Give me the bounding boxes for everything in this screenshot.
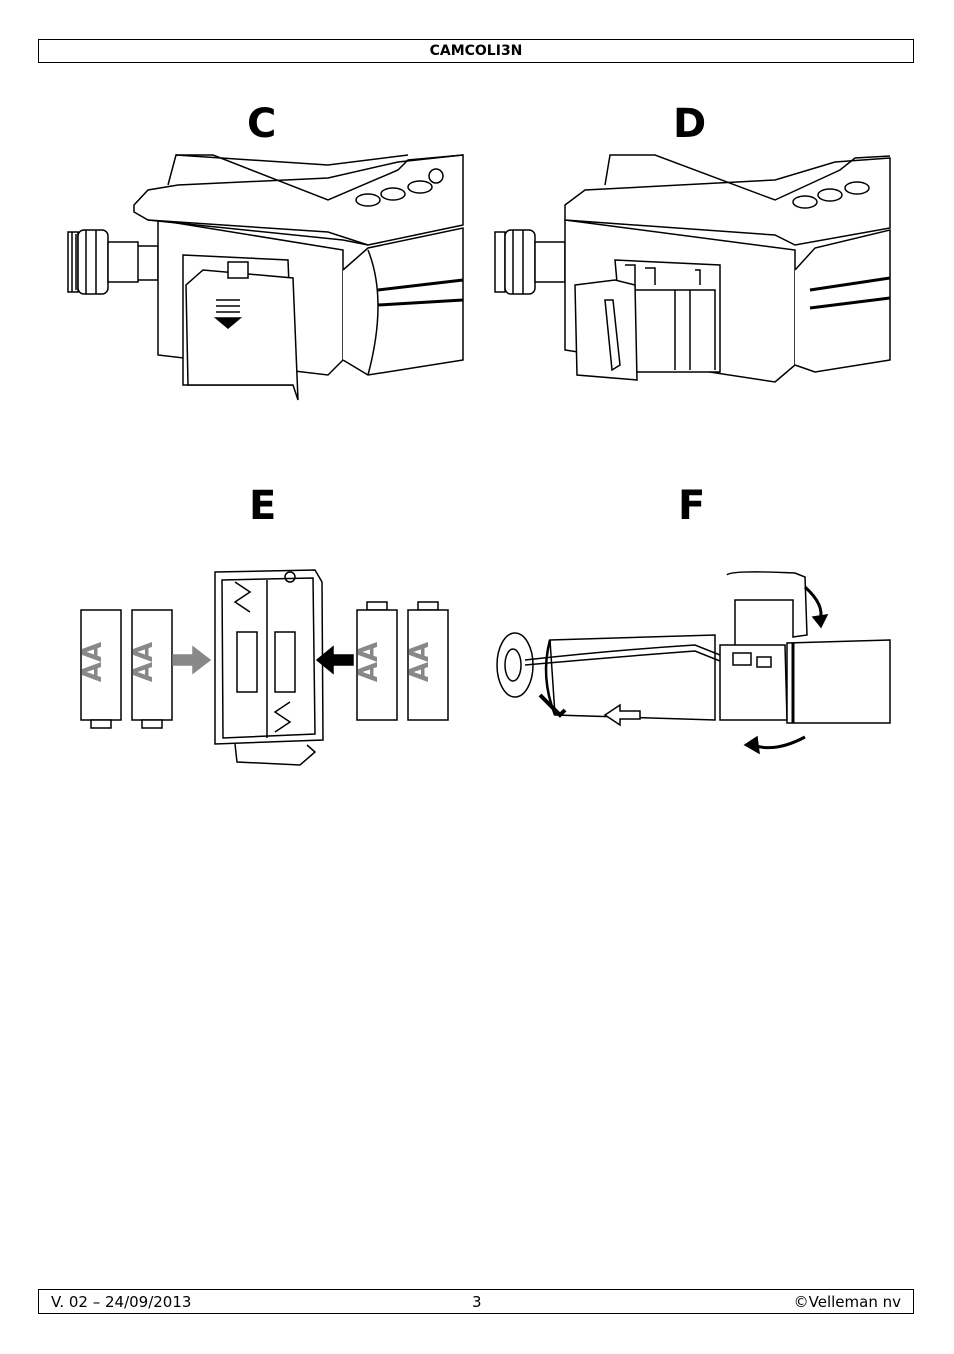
arrow-right-icon bbox=[172, 645, 212, 675]
rotate-arrow-icon bbox=[803, 585, 823, 621]
figure-f-label: F bbox=[678, 483, 706, 529]
figure-d-label: D bbox=[673, 101, 707, 147]
figure-d-illustration bbox=[494, 154, 891, 383]
battery-left-2: AA bbox=[129, 609, 173, 729]
page-footer: V. 02 – 24/09/2013 3 ©Velleman nv bbox=[38, 1289, 914, 1314]
figure-e-illustration: AA AA AA AA bbox=[78, 569, 449, 766]
figure-e-label: E bbox=[249, 483, 277, 529]
battery-left-1: AA bbox=[78, 609, 122, 729]
figure-f-illustration bbox=[496, 571, 891, 755]
page-header: CAMCOLI3N bbox=[38, 39, 914, 63]
battery-label: AA bbox=[78, 642, 108, 682]
battery-label: AA bbox=[354, 642, 384, 682]
battery-label: AA bbox=[405, 642, 435, 682]
battery-right-1: AA bbox=[354, 601, 398, 721]
rotate-arrow-icon bbox=[752, 735, 806, 750]
arrow-left-icon bbox=[315, 645, 354, 675]
copyright: ©Velleman nv bbox=[793, 1293, 901, 1311]
version-date: V. 02 – 24/09/2013 bbox=[51, 1293, 192, 1311]
figure-c-label: C bbox=[247, 101, 277, 147]
figure-c-illustration bbox=[67, 154, 464, 401]
battery-label: AA bbox=[129, 642, 159, 682]
model-name: CAMCOLI3N bbox=[429, 43, 523, 59]
page-number: 3 bbox=[472, 1293, 482, 1311]
battery-right-2: AA bbox=[405, 601, 449, 721]
